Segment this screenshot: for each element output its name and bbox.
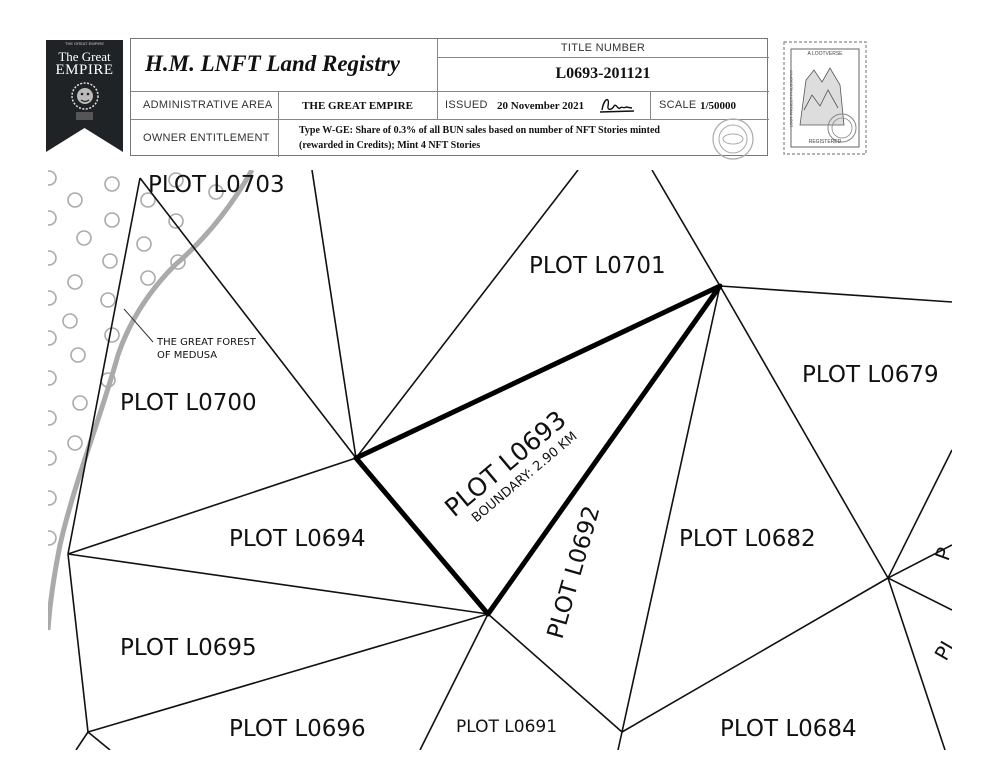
forest-boundary-curve xyxy=(48,170,255,631)
circular-seal-icon xyxy=(712,118,754,160)
title-header: H.M. LNFT Land Registry TITLE NUMBER L06… xyxy=(130,38,769,160)
plot-label-l0691: PLOT L0691 xyxy=(456,717,557,737)
admin-area-value: THE GREAT EMPIRE xyxy=(302,100,413,112)
plot-label-partial-1: P xyxy=(930,544,957,564)
title-number: L0693-201121 xyxy=(555,65,651,82)
badge-title-line2: EMPIRE xyxy=(55,62,114,78)
plot-boundaries xyxy=(67,170,952,750)
plot-label-l0679: PLOT L0679 xyxy=(802,362,939,388)
stamp-bottom-text: REGISTERED xyxy=(808,139,842,145)
plot-label-l0700: PLOT L0700 xyxy=(120,390,257,416)
badge-title-line1: The Great xyxy=(58,49,111,64)
badge-emblem-base xyxy=(76,112,93,120)
forest-label-line2: OF MEDUSA xyxy=(157,350,217,361)
owner-entitlement-line1: Type W-GE: Share of 0.3% of all BUN sale… xyxy=(299,125,660,136)
plot-label-l0701: PLOT L0701 xyxy=(529,253,666,279)
owner-entitlement-line2: (rewarded in Credits); Mint 4 NFT Storie… xyxy=(299,140,481,151)
issued-label: ISSUED xyxy=(445,99,488,111)
empire-badge: THE GREAT EMPIRE The Great EMPIRE xyxy=(46,40,123,152)
scale-label: SCALE xyxy=(659,99,697,111)
scale-value: 1/50000 xyxy=(700,100,737,112)
plot-label-l0694: PLOT L0694 xyxy=(229,526,366,552)
title-number-label: TITLE NUMBER xyxy=(560,42,646,54)
owner-entitlement-label: OWNER ENTITLEMENT xyxy=(143,132,270,144)
issued-date: 20 November 2021 xyxy=(497,100,585,112)
plot-label-l0695: PLOT L0695 xyxy=(120,635,257,661)
plot-label-l0696: PLOT L0696 xyxy=(229,716,366,742)
stamp-side-text: LOOT PROJECT PHILOSOPHY xyxy=(788,69,794,128)
plot-label-partial-2: PL xyxy=(930,632,963,665)
postage-stamp: A LOOTVERSE REGISTERED LOOT PROJECT PHIL… xyxy=(782,40,868,156)
signature-icon xyxy=(599,99,635,113)
lion-emblem-icon xyxy=(71,82,99,110)
registry-title: H.M. LNFT Land Registry xyxy=(145,51,400,76)
plot-l0693-boundary xyxy=(353,283,723,617)
admin-area-label: ADMINISTRATIVE AREA xyxy=(143,99,273,111)
stamp-top-text: A LOOTVERSE xyxy=(807,51,843,57)
plot-label-l0682: PLOT L0682 xyxy=(679,526,816,552)
plot-label-l0684: PLOT L0684 xyxy=(720,716,857,742)
plot-label-l0703: PLOT L0703 xyxy=(148,172,285,198)
badge-tiny-text: THE GREAT EMPIRE xyxy=(65,41,104,46)
forest-label-pointer xyxy=(123,308,154,343)
forest-label-line1: THE GREAT FOREST xyxy=(156,337,257,348)
